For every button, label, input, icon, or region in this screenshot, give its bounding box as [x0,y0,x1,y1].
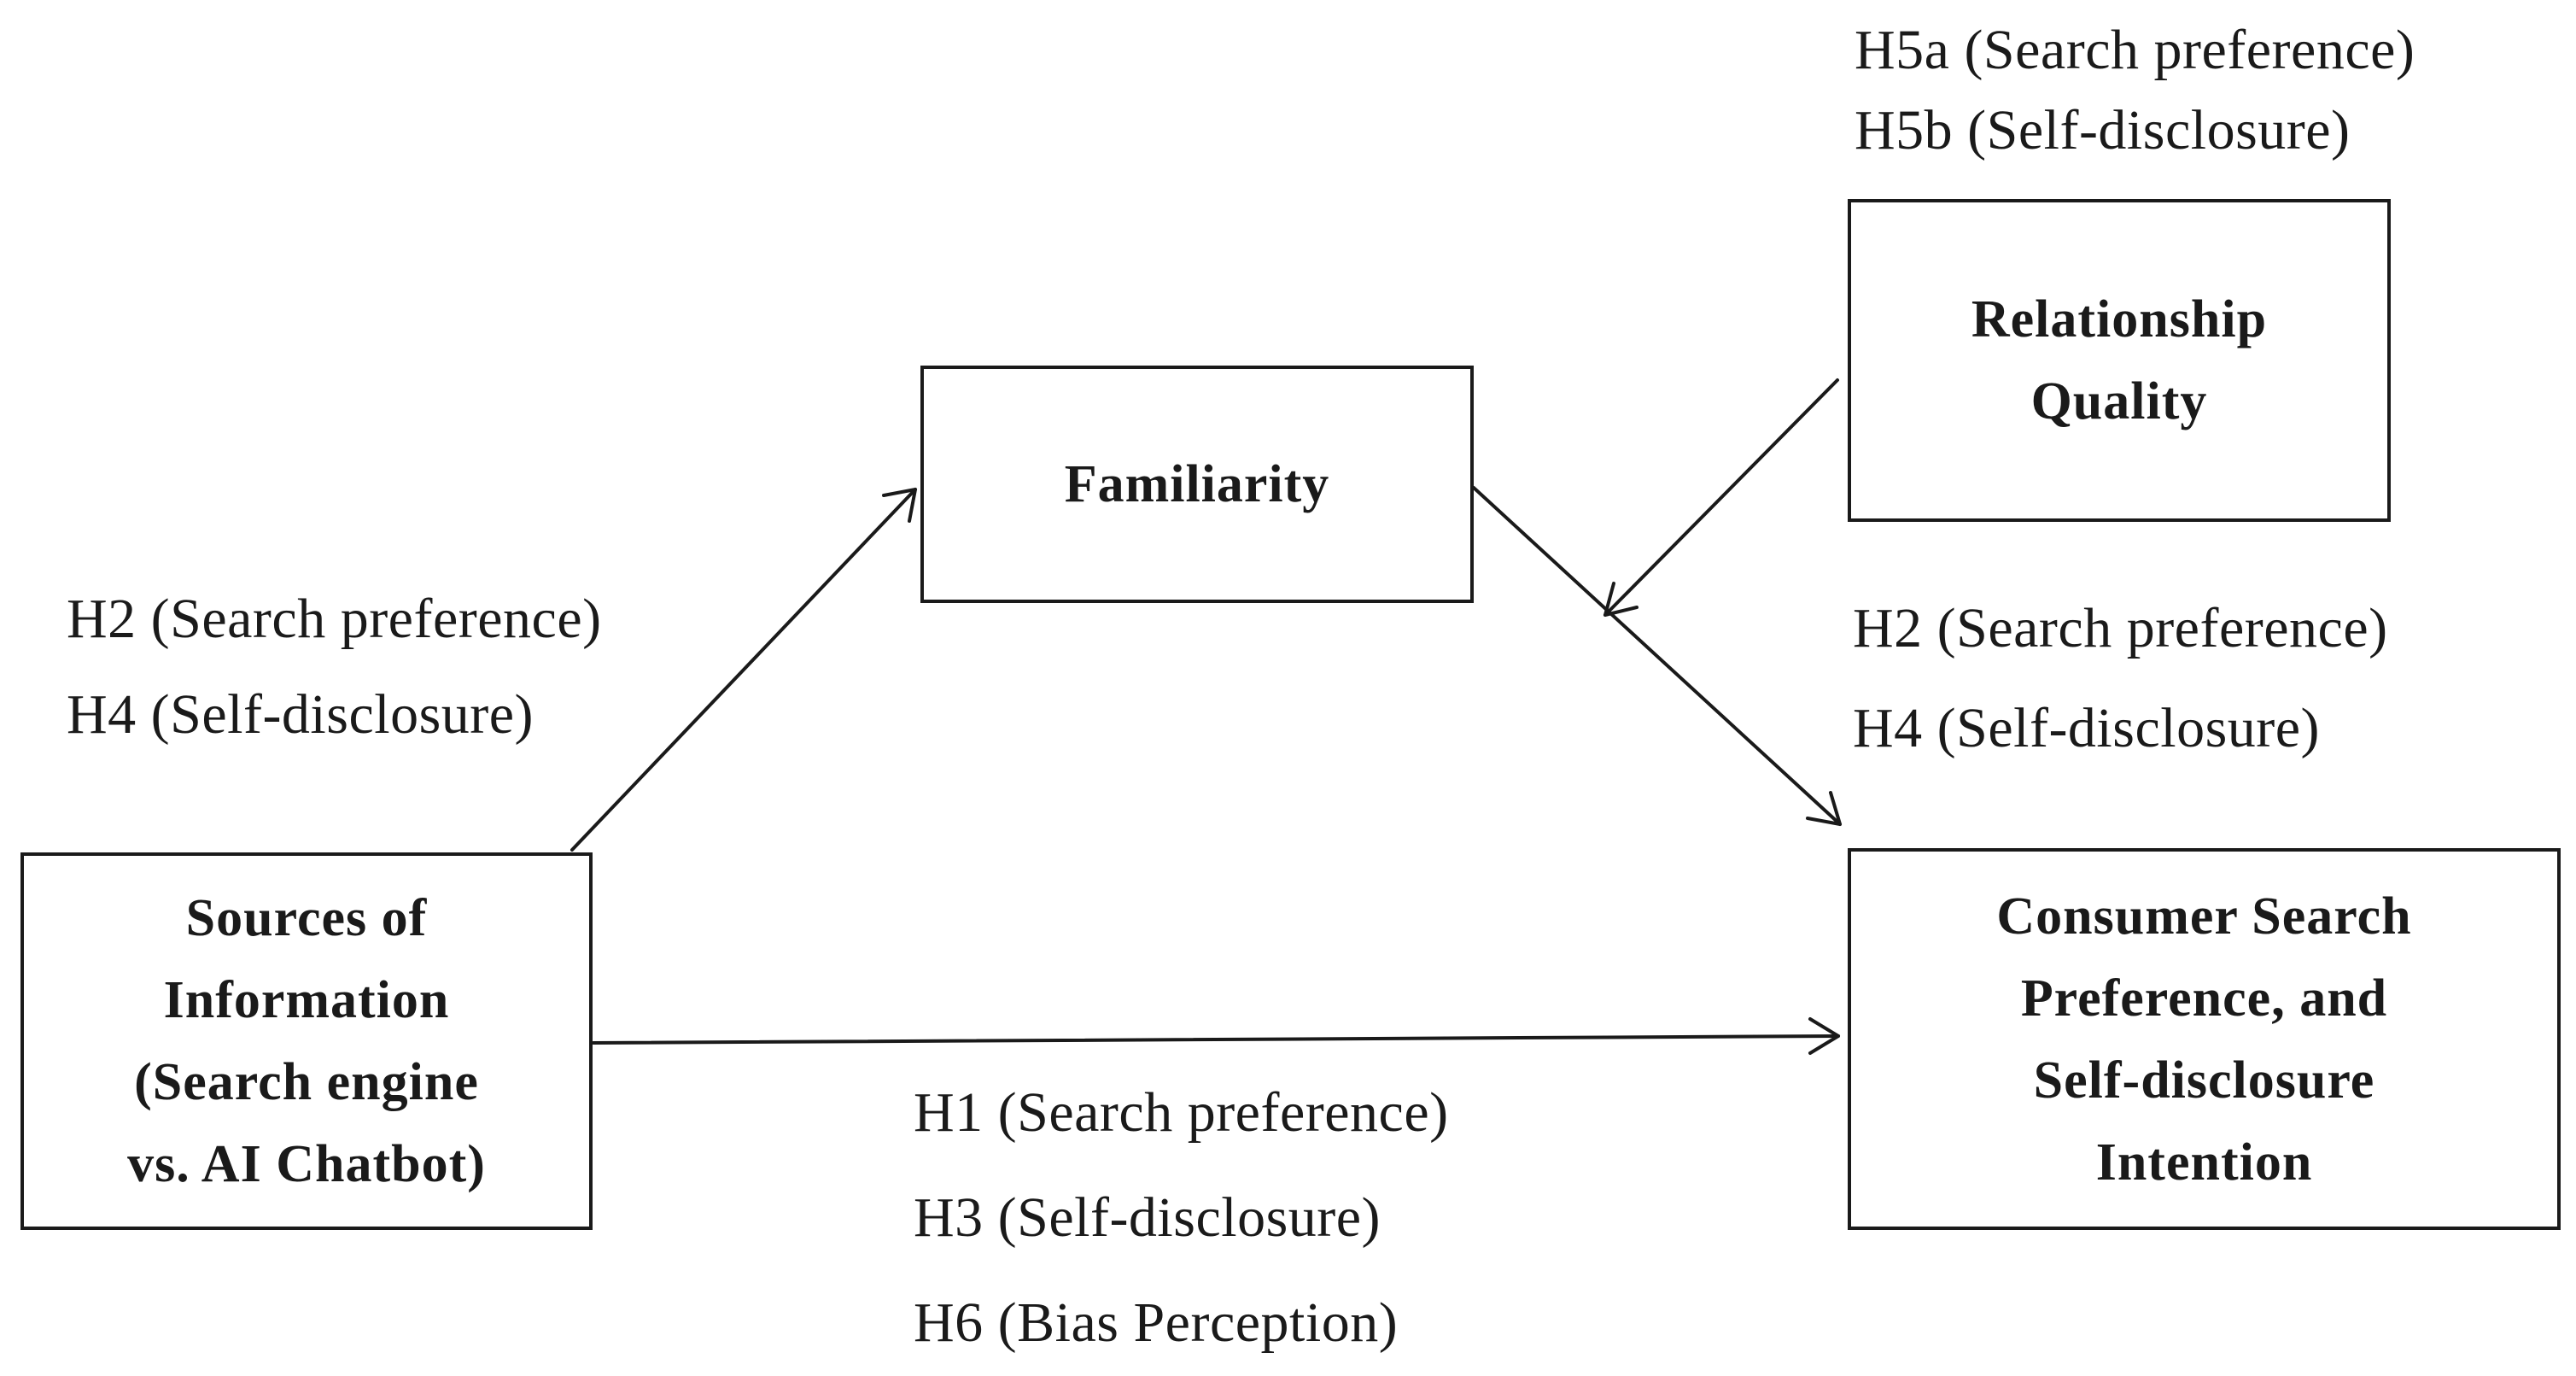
outcome-label-line: Consumer Search [1996,887,2412,946]
hypothesis-label: H4 (Self-disclosure) [1853,697,2321,759]
consumer-outcome-box: Consumer Search Preference, and Self-dis… [1848,848,2561,1230]
consumer-outcome-label: Consumer Search Preference, and Self-dis… [1996,875,2411,1203]
hypothesis-label: H6 (Bias Perception) [914,1291,1399,1354]
familiarity-label: Familiarity [1065,443,1330,525]
hypothesis-label: H2 (Search preference) [67,588,602,650]
hypothesis-label: H5a (Search preference) [1855,19,2415,81]
relationship-quality-label: Relationship Quality [1971,278,2267,442]
outcome-label-line: Self-disclosure [2033,1051,2375,1110]
sources-label-line: Information [163,971,450,1029]
hypothesis-label: H5b (Self-disclosure) [1855,99,2351,161]
arrow-sources-to-outcome [592,1034,1840,1045]
sources-label-line: vs. AI Chatbot) [127,1135,486,1193]
hypothesis-label: H3 (Self-disclosure) [914,1186,1381,1249]
sources-of-information-label: Sources of Information (Search engine vs… [127,877,486,1205]
relationship-quality-box: Relationship Quality [1848,199,2391,522]
hypothesis-label: H4 (Self-disclosure) [67,683,534,746]
sources-label-line: Sources of [185,889,428,947]
relationship-quality-label-line: Quality [2030,372,2208,430]
familiarity-label-line: Familiarity [1064,455,1330,513]
arrow-sources-to-familiarity [570,488,917,852]
arrowhead-moderation [1603,582,1638,617]
outcome-label-line: Preference, and [2020,969,2388,1028]
arrow-familiarity-to-outcome [1472,486,1842,826]
arrowhead-familiarity [882,488,917,523]
familiarity-box: Familiarity [920,366,1474,603]
sources-of-information-box: Sources of Information (Search engine vs… [20,852,593,1230]
relationship-quality-label-line: Relationship [1971,290,2268,348]
sources-label-line: (Search engine [134,1053,479,1111]
arrow-relationship-moderation [1603,378,1839,617]
hypothesis-label: H1 (Search preference) [914,1081,1449,1144]
outcome-label-line: Intention [2095,1133,2313,1192]
arrowhead-outcome-mediated [1806,791,1842,826]
arrowhead-outcome-direct [1808,1017,1840,1055]
hypothesis-label: H2 (Search preference) [1853,597,2388,659]
